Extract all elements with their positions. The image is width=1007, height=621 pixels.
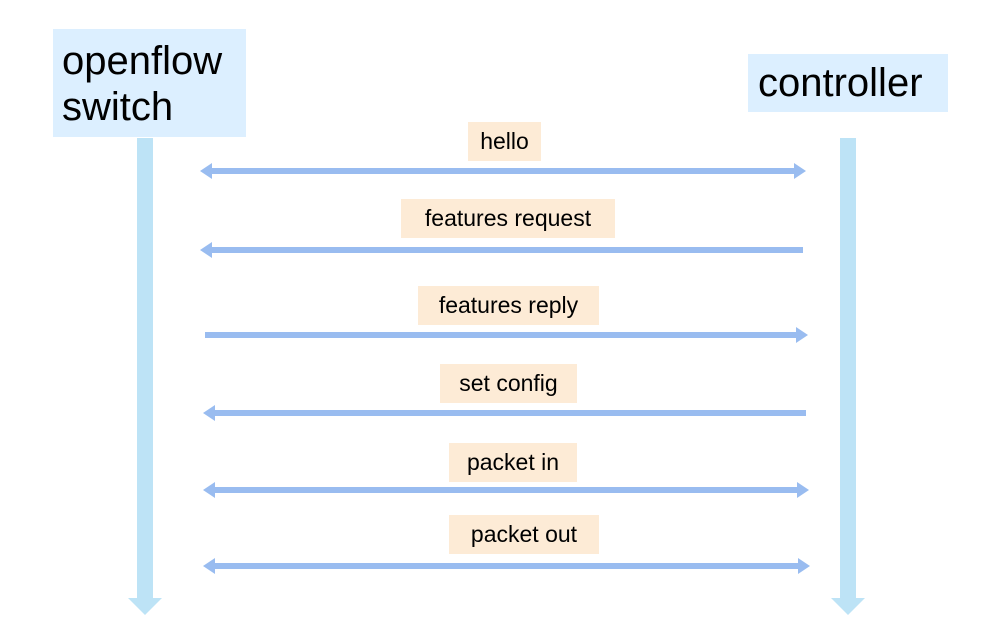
message-label: hello	[468, 122, 541, 161]
message-arrow	[203, 405, 806, 421]
switch-lifeline	[128, 138, 162, 615]
lifelines	[128, 138, 865, 615]
controller-actor-box: controller	[748, 54, 948, 112]
message-arrow	[200, 242, 803, 258]
message-arrows	[200, 163, 810, 574]
message-label: packet in	[449, 443, 577, 482]
switch-actor-label-line1: openflow	[62, 39, 223, 83]
message-arrow	[200, 163, 806, 179]
message-label: packet out	[449, 515, 599, 554]
message-arrow	[205, 327, 808, 343]
message-label: features request	[401, 199, 615, 238]
switch-actor-box: openflow switch	[53, 29, 246, 137]
message-arrow	[203, 558, 810, 574]
message-label: features reply	[418, 286, 599, 325]
message-arrow	[203, 482, 809, 498]
switch-actor-label-line2: switch	[62, 85, 174, 129]
controller-lifeline	[831, 138, 865, 615]
message-label: set config	[440, 364, 577, 403]
controller-actor-label: controller	[758, 61, 923, 105]
